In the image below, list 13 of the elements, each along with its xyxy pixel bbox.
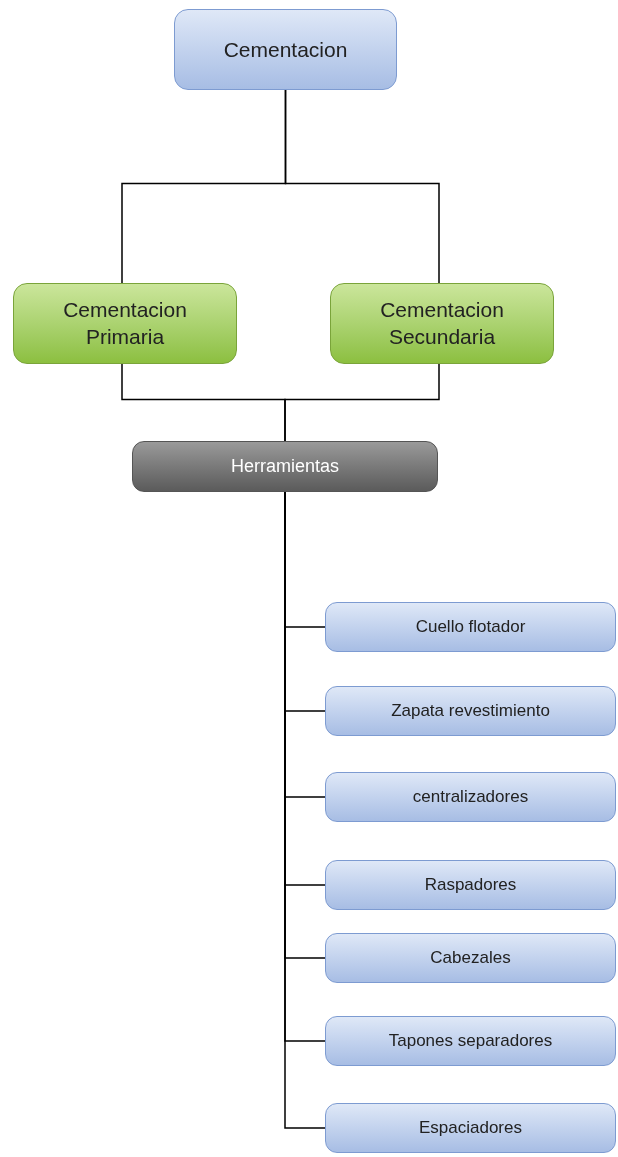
group-header-box: Herramientas xyxy=(132,441,438,492)
item-box: Cabezales xyxy=(325,933,616,983)
root-box: Cementacion xyxy=(174,9,397,90)
connector-line xyxy=(284,363,440,442)
category-box: Cementacion Secundaria xyxy=(330,283,554,364)
item-box: centralizadores xyxy=(325,772,616,822)
category-box: Cementacion Primaria xyxy=(13,283,237,364)
item-box: Zapata revestimiento xyxy=(325,686,616,736)
item-box: Cuello flotador xyxy=(325,602,616,652)
item-box: Raspadores xyxy=(325,860,616,910)
connector-line xyxy=(284,89,440,284)
item-box: Tapones separadores xyxy=(325,1016,616,1066)
item-box: Espaciadores xyxy=(325,1103,616,1153)
